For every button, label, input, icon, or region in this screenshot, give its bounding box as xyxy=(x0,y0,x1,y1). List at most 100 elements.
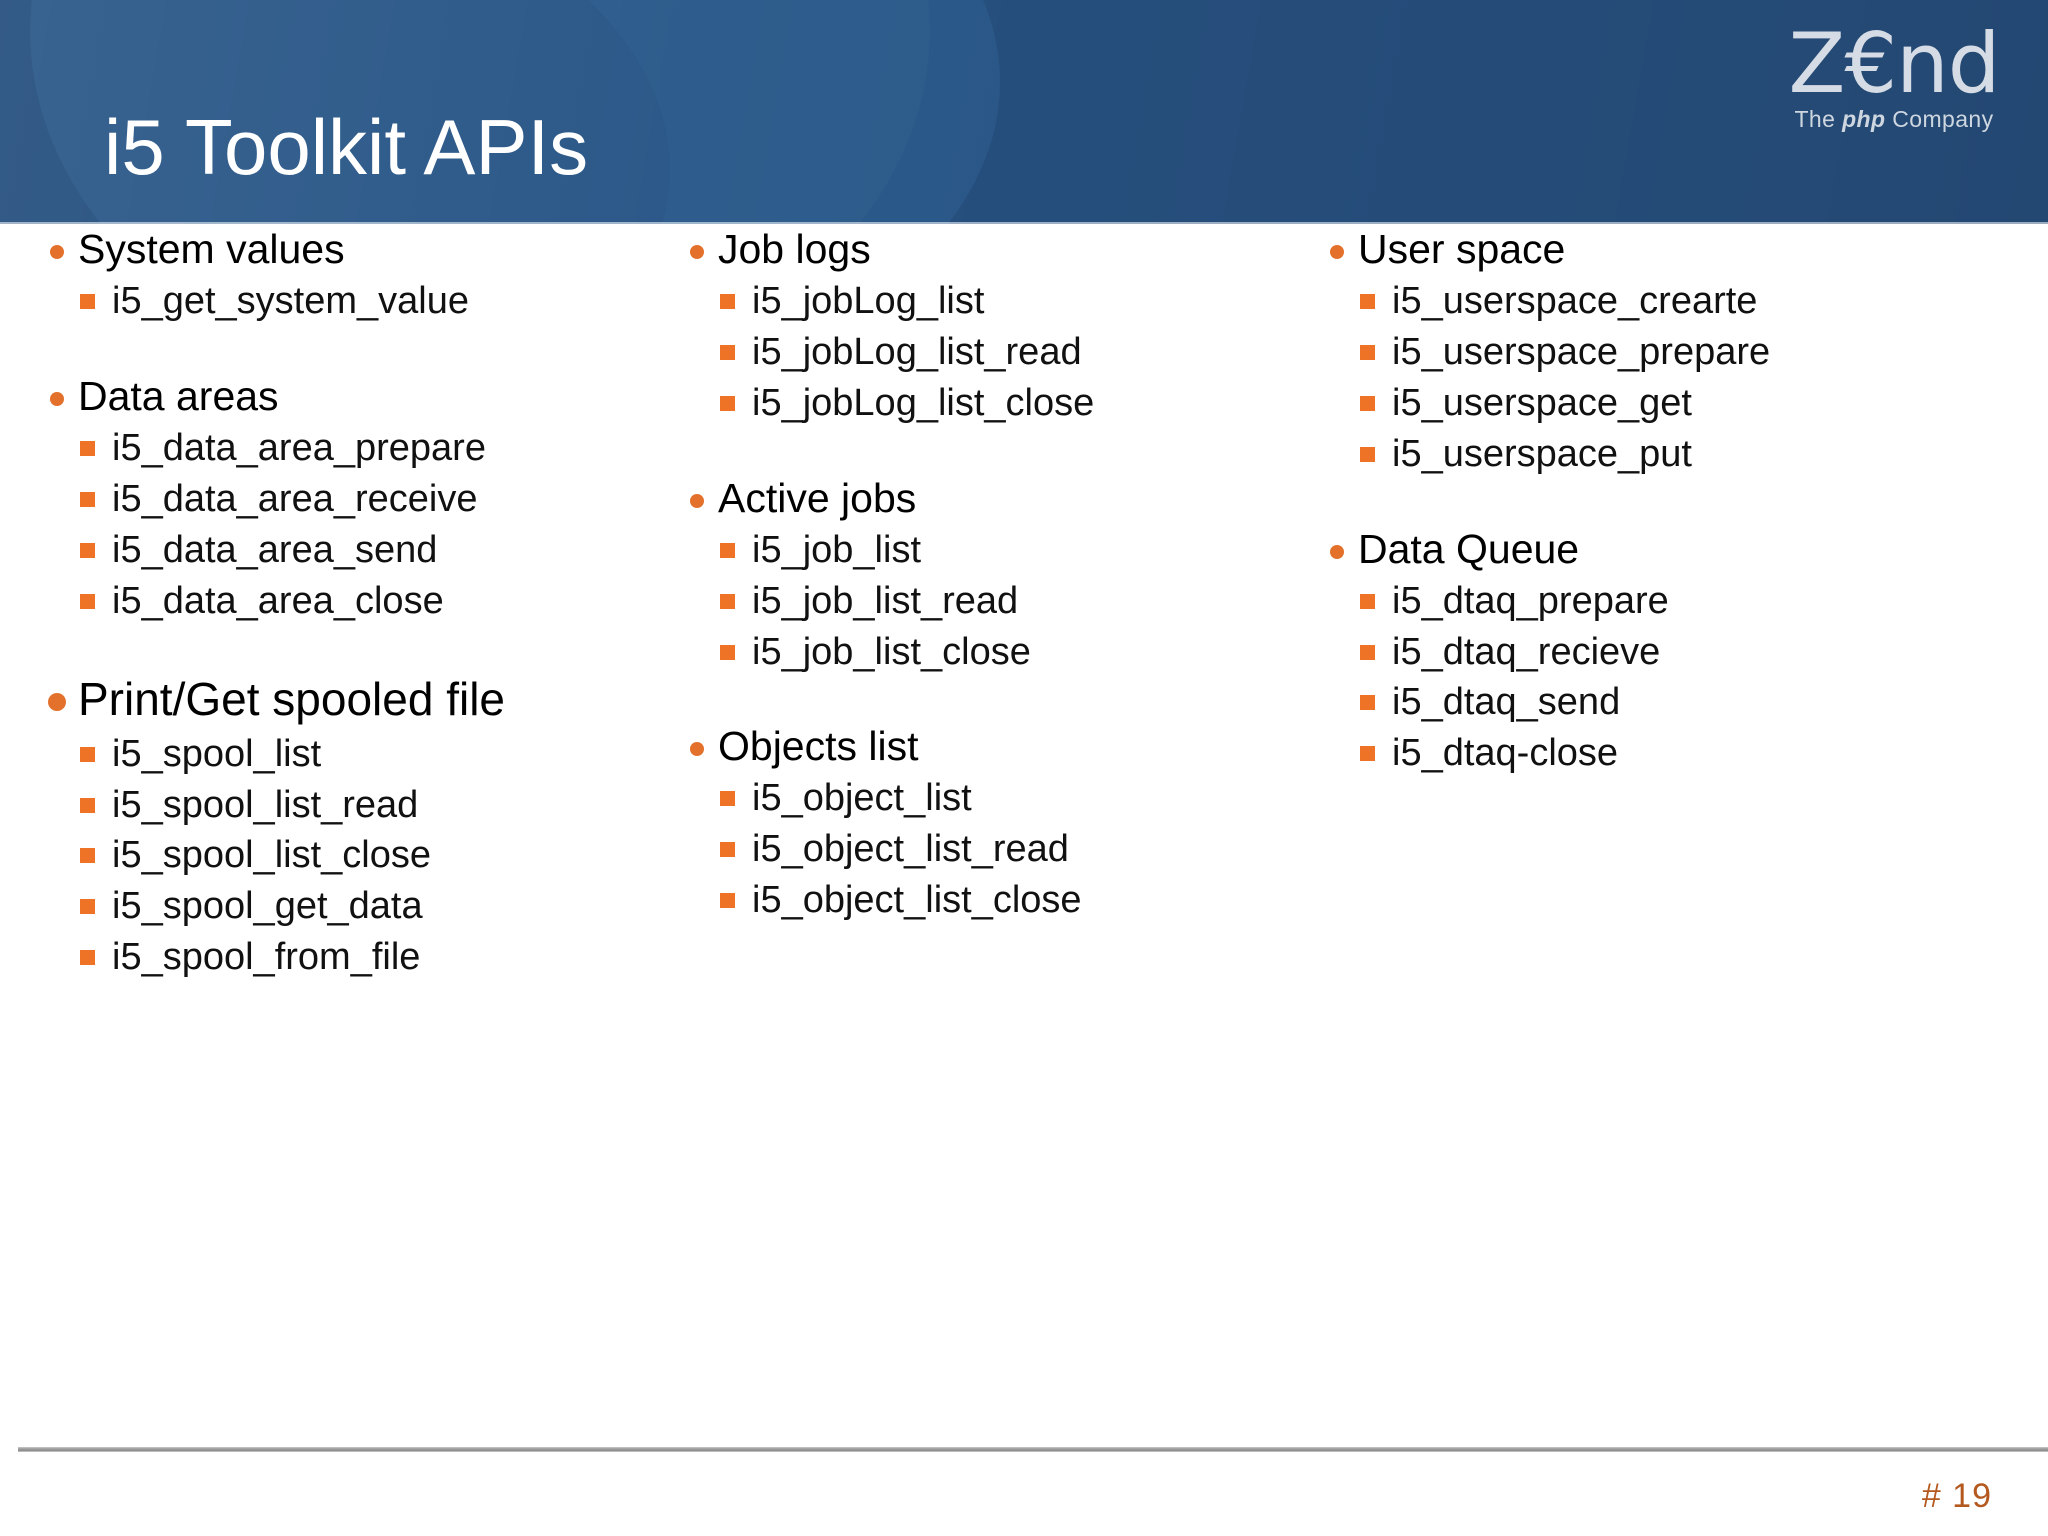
header-underline xyxy=(0,222,2048,225)
api-function-item: i5_dtaq_recieve xyxy=(1320,627,1960,678)
bullet-dot-icon xyxy=(690,245,704,259)
api-function-list: i5_job_list i5_job_list_read i5_job_list_c… xyxy=(680,525,1320,678)
bullet-dot-icon xyxy=(690,742,704,757)
api-group-heading: System values xyxy=(40,224,680,274)
api-function-item: i5_job_list xyxy=(680,525,1320,576)
slide-header-band xyxy=(0,0,2048,224)
api-function-item: i5_userspace_crearte xyxy=(1320,276,1960,327)
bullet-square-icon xyxy=(1360,746,1375,762)
api-group-heading-label: Job logs xyxy=(718,226,871,272)
api-function-name: i5_spool_list_read xyxy=(112,783,419,826)
api-function-name: i5_jobLog_list_close xyxy=(752,381,1095,424)
api-function-item: i5_userspace_prepare xyxy=(1320,327,1960,378)
bullet-dot-icon xyxy=(690,493,704,508)
bullet-dot-icon xyxy=(50,245,64,259)
api-group-heading-label: Data areas xyxy=(78,372,279,419)
api-function-item: i5_dtaq_send xyxy=(1320,677,1960,728)
bullet-square-icon xyxy=(720,395,735,411)
api-group-heading-label: Data Queue xyxy=(1358,525,1580,572)
api-function-item: i5_dtaq_prepare xyxy=(1320,576,1960,627)
api-function-name: i5_spool_from_file xyxy=(112,936,421,979)
bullet-square-icon xyxy=(720,842,735,858)
bullet-dot-icon xyxy=(50,391,64,406)
zend-tagline-before: The xyxy=(1794,106,1843,133)
bullet-square-icon xyxy=(720,593,735,609)
api-function-name: i5_job_list xyxy=(752,528,921,571)
api-function-item: i5_jobLog_list_read xyxy=(680,327,1320,378)
bullet-square-icon xyxy=(1360,344,1375,360)
bullet-square-icon xyxy=(80,848,95,864)
api-function-item: i5_userspace_put xyxy=(1320,429,1960,480)
api-function-name: i5_job_list_read xyxy=(752,579,1019,622)
api-group-heading: Objects list xyxy=(680,721,1320,771)
api-function-item: i5_spool_list xyxy=(40,729,680,780)
api-group-heading: User space xyxy=(1320,224,1960,274)
api-function-item: i5_jobLog_list_close xyxy=(680,378,1320,429)
api-function-name: i5_spool_get_data xyxy=(112,885,423,928)
zend-logo: Z€nd The php Company xyxy=(1764,15,2024,133)
bullet-square-icon xyxy=(80,593,95,609)
api-function-name: i5_dtaq_recieve xyxy=(1392,630,1661,673)
api-function-name: i5_userspace_crearte xyxy=(1392,280,1758,323)
page-title: i5 Toolkit APIs xyxy=(104,103,589,191)
api-function-item: i5_data_area_send xyxy=(40,525,680,576)
bullet-square-icon xyxy=(1360,395,1375,411)
api-group-heading: Print/Get spooled file xyxy=(40,671,680,727)
header-swoosh-decoration-tertiary xyxy=(30,0,930,224)
bullet-dot-icon xyxy=(1330,245,1344,259)
zend-wordmark: Z€nd xyxy=(1788,15,2001,112)
bullet-square-icon xyxy=(1360,593,1375,609)
api-group-heading-label: User space xyxy=(1358,226,1566,272)
api-function-name: i5_jobLog_list_read xyxy=(752,330,1082,373)
api-function-name: i5_get_system_value xyxy=(112,280,469,323)
header-gradient-overlay xyxy=(0,0,2048,224)
bullet-square-icon xyxy=(720,344,735,360)
api-function-name: i5_userspace_get xyxy=(1392,381,1692,424)
api-function-item: i5_spool_from_file xyxy=(40,932,680,983)
bullet-square-icon xyxy=(80,542,95,558)
bullet-square-icon xyxy=(1360,644,1375,660)
bullet-dot-icon xyxy=(48,692,66,711)
bullet-square-icon xyxy=(720,542,735,558)
api-function-list: i5_jobLog_list i5_jobLog_list_read i5_jobL… xyxy=(680,276,1320,429)
content-column: User space i5_userspace_crearte i5_userspa… xyxy=(1320,224,1960,779)
api-function-name: i5_userspace_prepare xyxy=(1392,330,1771,373)
api-group-heading-label: Objects list xyxy=(718,723,919,770)
bullet-square-icon xyxy=(80,746,95,762)
bullet-square-icon xyxy=(720,644,735,660)
api-group: System values i5_get_system_value xyxy=(40,224,680,327)
api-function-name: i5_spool_list xyxy=(112,732,322,775)
slide-number: # 19 xyxy=(1921,1477,1992,1515)
bullet-square-icon xyxy=(80,440,95,456)
bullet-square-icon xyxy=(80,294,95,310)
api-function-item: i5_data_area_close xyxy=(40,576,680,627)
api-function-item: i5_job_list_read xyxy=(680,576,1320,627)
api-group-heading: Job logs xyxy=(680,224,1320,274)
zend-tagline: The php Company xyxy=(1764,106,2024,133)
api-function-name: i5_job_list_close xyxy=(752,630,1031,673)
api-group-heading-label: System values xyxy=(78,226,345,272)
api-function-name: i5_userspace_put xyxy=(1392,432,1692,475)
content-column: Job logs i5_jobLog_list i5_jobLog_list_rea… xyxy=(680,224,1320,926)
api-function-name: i5_object_list_read xyxy=(752,828,1069,871)
api-function-item: i5_data_area_prepare xyxy=(40,423,680,474)
footer-divider xyxy=(18,1447,2048,1452)
api-function-name: i5_data_area_close xyxy=(112,579,444,622)
api-group: Job logs i5_jobLog_list i5_jobLog_list_rea… xyxy=(680,224,1320,429)
api-function-item: i5_job_list_close xyxy=(680,627,1320,678)
bullet-square-icon xyxy=(80,797,95,813)
api-function-name: i5_jobLog_list xyxy=(752,280,985,323)
zend-tagline-php: php xyxy=(1842,106,1886,133)
api-function-item: i5_userspace_get xyxy=(1320,378,1960,429)
api-group-heading-label: Print/Get spooled file xyxy=(78,672,506,725)
api-function-item: i5_get_system_value xyxy=(40,276,680,327)
api-function-name: i5_spool_list_close xyxy=(112,834,431,877)
api-group: User space i5_userspace_crearte i5_userspa… xyxy=(1320,224,1960,480)
